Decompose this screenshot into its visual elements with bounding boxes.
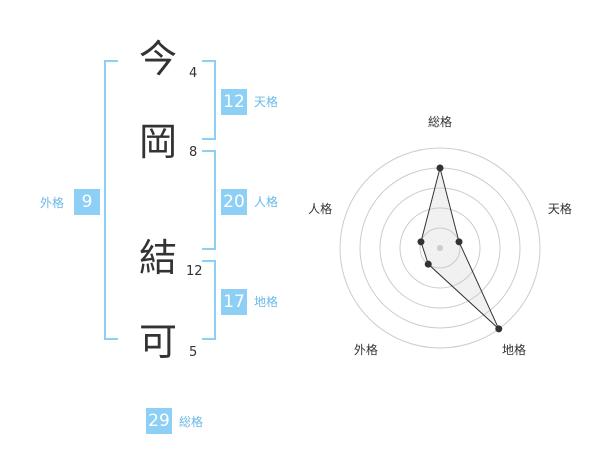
radar-point-5: [417, 238, 425, 246]
name-char-1: 今: [138, 37, 177, 81]
chikaku-value: 17: [221, 289, 247, 315]
soukaku-value: 29: [146, 408, 172, 434]
radar-point-3: [495, 325, 503, 333]
soukaku-label: 総格: [179, 415, 204, 429]
chikaku-label: 地格: [254, 295, 279, 309]
gaikaku-label: 外格: [40, 196, 65, 210]
jinkaku-value: 20: [221, 189, 247, 215]
radar-series-polygon: [420, 167, 500, 330]
tenkaku-label: 天格: [254, 95, 279, 109]
radar-center: [437, 245, 443, 251]
stroke-count-1: 4: [189, 66, 198, 81]
chikaku-bracket: [202, 260, 216, 340]
tenkaku-bracket: [202, 60, 216, 140]
jinkaku-label: 人格: [254, 195, 279, 209]
radar-axis-label: 総格: [428, 114, 452, 129]
radar-point-1: [436, 164, 444, 172]
radar-grid-ring: [339, 147, 541, 349]
radar-axis-label: 天格: [548, 201, 572, 216]
name-char-2: 岡: [138, 120, 177, 164]
radar-axis-label: 人格: [308, 201, 332, 216]
radar-point-2: [455, 238, 463, 246]
tenkaku-value: 12: [221, 89, 247, 115]
radar-axis-label: 地格: [502, 342, 526, 357]
radar-grid-ring: [399, 207, 481, 289]
jinkaku-bracket: [202, 150, 216, 250]
radar-point-4: [424, 260, 432, 268]
radar-grid-ring: [379, 187, 501, 309]
gaikaku-bracket: [104, 60, 118, 340]
stroke-count-2: 8: [189, 145, 198, 160]
radar-axis-label: 外格: [354, 342, 378, 357]
stroke-count-3: 12: [186, 264, 203, 279]
stroke-count-4: 5: [189, 345, 198, 360]
radar-grid-ring: [419, 227, 461, 269]
gaikaku-value: 9: [74, 189, 100, 215]
name-char-4: 可: [138, 320, 177, 364]
name-char-3: 結: [138, 236, 177, 280]
